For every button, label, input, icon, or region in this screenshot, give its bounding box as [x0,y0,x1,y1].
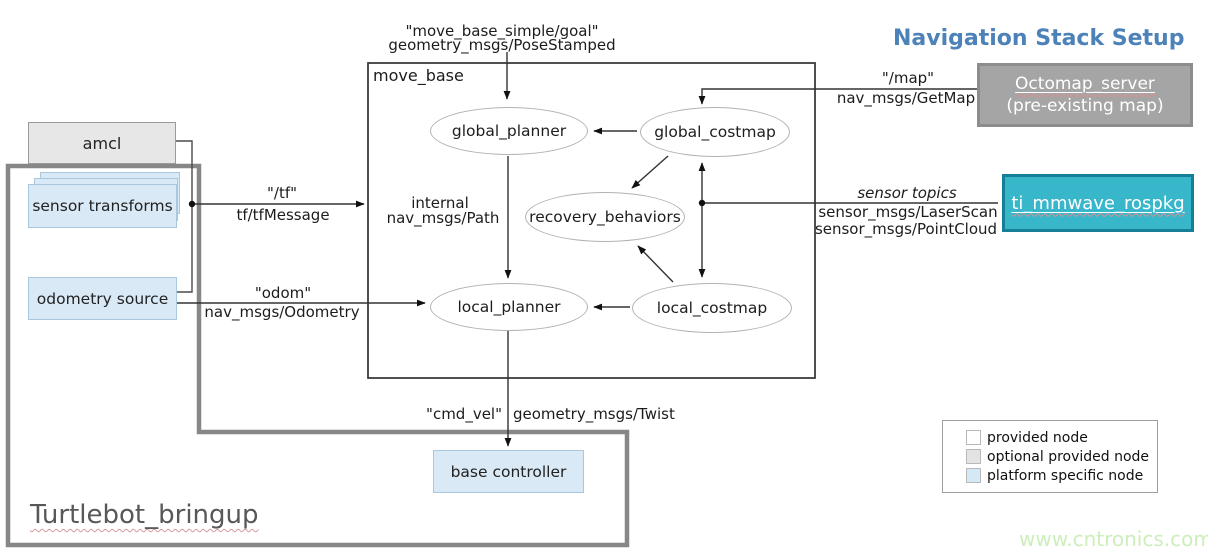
node-ti-mmwave-rospkg: ti_mmwave_rospkg [1002,174,1194,232]
tf-topic-label: "/tf" [266,184,298,202]
legend: provided node optional provided node pla… [942,420,1158,493]
odom-type-label: nav_msgs/Odometry [204,303,360,321]
cmdvel-type-label: geometry_msgs/Twist [513,405,675,423]
legend-row-provided: provided node [966,430,1157,446]
node-local-planner: local_planner [430,283,588,331]
sensor-pointcloud-label: sensor_msgs/PointCloud [814,220,998,238]
legend-label-platform: platform specific node [987,467,1144,484]
move-base-label: move_base [373,66,464,85]
map-type-label: nav_msgs/GetMap [836,89,976,107]
ti-mmwave-label: ti_mmwave_rospkg [1011,192,1185,214]
node-base-controller: base controller [433,450,584,493]
node-sensor-transforms: sensor transforms [28,184,177,228]
watermark: www.cntronics.com [1019,527,1208,551]
sensor-laserscan-label: sensor_msgs/LaserScan [818,203,998,221]
page-title: Navigation Stack Setup [893,26,1185,51]
map-arrow [698,88,977,105]
tf-junction-dot [188,200,196,208]
node-odometry-source: odometry source [28,277,177,320]
legend-label-optional: optional provided node [987,448,1150,465]
node-octomap-server: Octomap_server (pre-existing map) [977,63,1193,127]
legend-row-optional: optional provided node [966,449,1157,465]
octomap-server-subtitle: (pre-existing map) [1006,96,1164,116]
turtlebot-bringup-label: Turtlebot_bringup [30,500,259,530]
internal-type-label: nav_msgs/Path [386,209,500,227]
node-recovery-behaviors: recovery_behaviors [525,192,685,242]
tf-type-label: tf/tfMessage [236,206,330,224]
goal-topic-label: "move_base_simple/goal" [405,22,599,40]
odom-topic-label: "odom" [254,284,312,302]
cmdvel-topic-label: "cmd_vel" [426,405,502,423]
legend-row-platform: platform specific node [966,468,1157,484]
node-amcl: amcl [28,122,176,164]
node-local-costmap: local_costmap [632,283,792,333]
turtlebot-bringup-border [5,163,630,548]
tf-bus-line [176,140,193,293]
internal-label: internal [411,194,469,212]
node-global-planner: global_planner [430,107,588,155]
goal-type-label: geometry_msgs/PoseStamped [388,36,616,54]
legend-swatch-provided [966,430,981,445]
localcostmap-to-recovery-arrow [637,245,674,283]
octomap-server-title: Octomap_server [1015,73,1155,94]
map-topic-label: "/map" [881,69,935,87]
legend-swatch-platform [966,468,981,483]
globalcostmap-to-recovery-arrow [631,155,669,189]
legend-label-provided: provided node [987,429,1088,446]
legend-swatch-optional [966,449,981,464]
sensor-topics-label: sensor topics [857,184,957,202]
sensor-junction-dot [698,199,706,207]
node-global-costmap: global_costmap [640,107,790,157]
